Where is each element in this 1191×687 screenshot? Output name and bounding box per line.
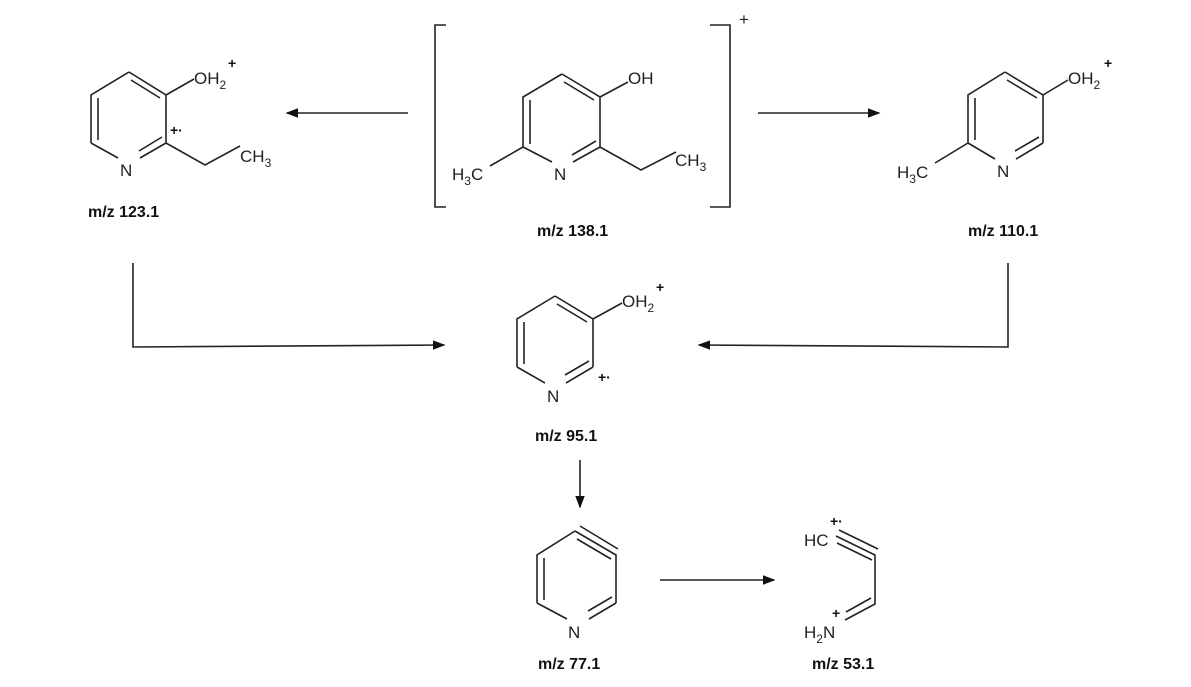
right-bracket bbox=[710, 24, 731, 208]
radical-cation: +· bbox=[830, 513, 843, 529]
ch3-label: CH3 bbox=[240, 147, 272, 170]
molecule-53: HC +· H2N + m/z 53.1 bbox=[804, 513, 879, 673]
molecule-123: OH2 + +· N CH3 m/z 123.1 bbox=[88, 55, 272, 221]
mz-label: m/z 95.1 bbox=[535, 428, 597, 445]
oh-label: OH bbox=[628, 69, 654, 88]
h3c-label: H3C bbox=[452, 165, 483, 188]
mz-label: m/z 138.1 bbox=[537, 223, 608, 240]
oh2-label: OH2 bbox=[622, 292, 655, 315]
charge-plus: + bbox=[832, 605, 840, 621]
charge-plus: + bbox=[739, 10, 749, 29]
n-label: N bbox=[997, 162, 1009, 181]
molecule-77: N m/z 77.1 bbox=[536, 525, 619, 673]
left-bracket bbox=[434, 24, 446, 208]
charge-plus: + bbox=[1104, 55, 1112, 71]
molecule-parent: + OH N CH3 H3C m/z 138.1 bbox=[434, 10, 749, 240]
h3c-label: H3C bbox=[897, 163, 928, 186]
mz-label: m/z 110.1 bbox=[968, 223, 1038, 240]
charge-plus: + bbox=[228, 55, 236, 71]
n-label: N bbox=[554, 165, 566, 184]
hc-label: HC bbox=[804, 531, 829, 550]
radical-cation: +· bbox=[598, 369, 611, 385]
arrow-110-to-95 bbox=[697, 263, 1009, 350]
n-label: N bbox=[547, 387, 559, 406]
molecule-110: OH2 + N H3C m/z 110.1 bbox=[897, 55, 1112, 240]
mz-label: m/z 77.1 bbox=[538, 656, 600, 673]
oh2-label: OH2 bbox=[194, 69, 227, 92]
radical-cation: +· bbox=[170, 122, 183, 138]
mz-label: m/z 53.1 bbox=[812, 656, 874, 673]
oh2-label: OH2 bbox=[1068, 69, 1101, 92]
h2n-label: H2N bbox=[804, 623, 835, 646]
arrow-123-to-95 bbox=[132, 263, 446, 350]
n-label: N bbox=[120, 161, 132, 180]
mz-label: m/z 123.1 bbox=[88, 204, 159, 221]
ch3-label: CH3 bbox=[675, 151, 707, 174]
n-label: N bbox=[568, 623, 580, 642]
molecule-95: OH2 + +· N m/z 95.1 bbox=[516, 279, 664, 445]
charge-plus: + bbox=[656, 279, 664, 295]
